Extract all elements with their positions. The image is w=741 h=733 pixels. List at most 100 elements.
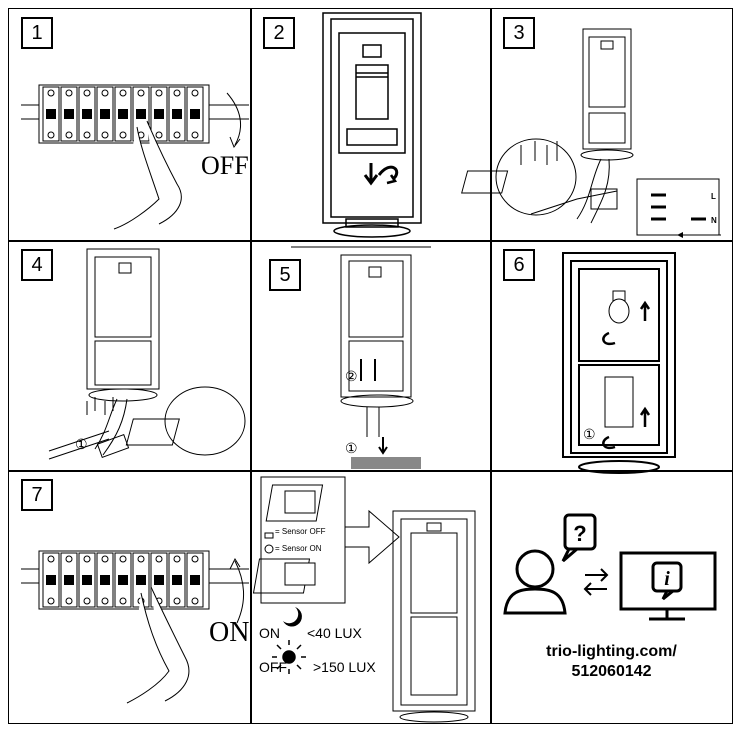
day-prefix: OFF: [259, 659, 287, 675]
step-number: 1: [21, 17, 53, 49]
night-prefix: ON: [259, 625, 280, 641]
sensor-panel: = Sensor OFF = Sensor ON ON <40 LUX OFF …: [251, 471, 490, 723]
step-number: 4: [21, 249, 53, 281]
terminal-screw: [65, 555, 73, 563]
terminal-screw: [191, 89, 199, 97]
terminal-screw: [83, 555, 91, 563]
support-url-line1[interactable]: trio-lighting.com/: [546, 643, 677, 660]
terminal-screw: [47, 597, 55, 605]
terminal-screw: [65, 597, 73, 605]
breaker-switch: [154, 109, 164, 119]
terminal-screw: [119, 597, 127, 605]
terminal-screw: [101, 131, 109, 139]
sensor-switch-diagram: [252, 476, 476, 723]
terminal-screw: [47, 131, 55, 139]
breaker-switch: [136, 575, 146, 585]
terminal-screw: [101, 89, 109, 97]
on-label: ON: [209, 617, 250, 648]
breaker-switch: [100, 575, 110, 585]
support-panel: ? i trio-lighting.com/ 512060142: [491, 471, 732, 723]
step-number: 2: [263, 17, 295, 49]
terminal-screw: [65, 131, 73, 139]
breaker-switch: [64, 109, 74, 119]
terminal-screw: [119, 555, 127, 563]
breaker-panel-icon: [21, 84, 249, 144]
breaker-switch: [118, 575, 128, 585]
moon-icon: [283, 607, 302, 627]
monitor-icon: [619, 551, 717, 621]
night-threshold: <40 LUX: [307, 625, 362, 641]
terminal-screw: [83, 131, 91, 139]
terminal-n-label: N: [711, 216, 717, 225]
terminal-screw: [101, 555, 109, 563]
lamp-post-icon: ①: [48, 248, 246, 460]
terminal-screw: [191, 555, 199, 563]
hand-icon: [113, 92, 242, 230]
terminal-screw: [137, 555, 145, 563]
terminal-screw: [137, 89, 145, 97]
terminal-screw: [47, 89, 55, 97]
grid-divider: [250, 9, 252, 723]
sensor-off-legend: = Sensor OFF: [275, 527, 326, 536]
off-label: OFF: [201, 151, 249, 180]
breaker-switch: [172, 109, 182, 119]
breaker-switch: [118, 109, 128, 119]
breaker-switch: [82, 109, 92, 119]
breaker-switch: [46, 109, 56, 119]
breaker-switch: [172, 575, 182, 585]
terminal-screw: [65, 89, 73, 97]
grid-divider: [490, 9, 492, 723]
grid-divider: [9, 240, 732, 242]
terminal-screw: [173, 597, 181, 605]
step-7-panel: 7 ON: [9, 471, 250, 723]
lamp-post-icon: ② ①: [291, 246, 431, 469]
breaker-switch: [82, 575, 92, 585]
terminal-screw: [191, 131, 199, 139]
step-6-panel: 6 ①: [491, 241, 732, 474]
terminal-screw: [119, 89, 127, 97]
breaker-switch: [136, 109, 146, 119]
exchange-arrows-icon: [583, 568, 609, 596]
breaker-switch: [100, 109, 110, 119]
step-1-panel: 1 OFF: [9, 9, 250, 240]
step-number: 5: [269, 259, 301, 291]
breaker-switch: [64, 575, 74, 585]
terminal-screw: [83, 597, 91, 605]
support-illustration: ? i: [503, 513, 717, 621]
terminal-screw: [155, 555, 163, 563]
step-number: 7: [21, 479, 53, 511]
day-threshold: >150 LUX: [313, 659, 376, 675]
lamp-post-icon: [322, 12, 422, 238]
breaker-panel-icon: [21, 550, 249, 610]
question-mark: ?: [573, 521, 586, 546]
marker-one: ①: [75, 438, 88, 453]
terminal-screw: [173, 89, 181, 97]
step-2-panel: 2: [251, 9, 490, 240]
breaker-switch: [46, 575, 56, 585]
sensor-on-legend: = Sensor ON: [275, 544, 322, 553]
terminal-screw: [173, 131, 181, 139]
step-4-panel: 4 ①: [9, 241, 250, 470]
step-5-panel: 5 ② ①: [251, 241, 490, 470]
terminal-screw: [155, 131, 163, 139]
wiring-block-icon: L N: [461, 28, 721, 238]
terminal-screw: [173, 555, 181, 563]
terminal-screw: [101, 597, 109, 605]
breaker-switch: [154, 575, 164, 585]
breaker-switch: [190, 109, 200, 119]
terminal-screw: [119, 131, 127, 139]
marker-two: ②: [345, 370, 358, 385]
bulb-icon: [608, 290, 630, 324]
support-url-line2[interactable]: 512060142: [571, 663, 652, 680]
breaker-switch: [190, 575, 200, 585]
info-mark: i: [664, 568, 670, 590]
terminal-screw: [83, 89, 91, 97]
marker-one: ①: [345, 442, 358, 457]
sun-icon: [272, 640, 306, 674]
terminal-screw: [155, 89, 163, 97]
instruction-sheet: 1 OFF 2: [8, 8, 733, 724]
step-3-panel: 3 L: [461, 9, 732, 240]
terminal-l-label: L: [711, 192, 716, 201]
speech-bubble-icon: [561, 513, 597, 563]
grid-divider: [9, 470, 732, 472]
